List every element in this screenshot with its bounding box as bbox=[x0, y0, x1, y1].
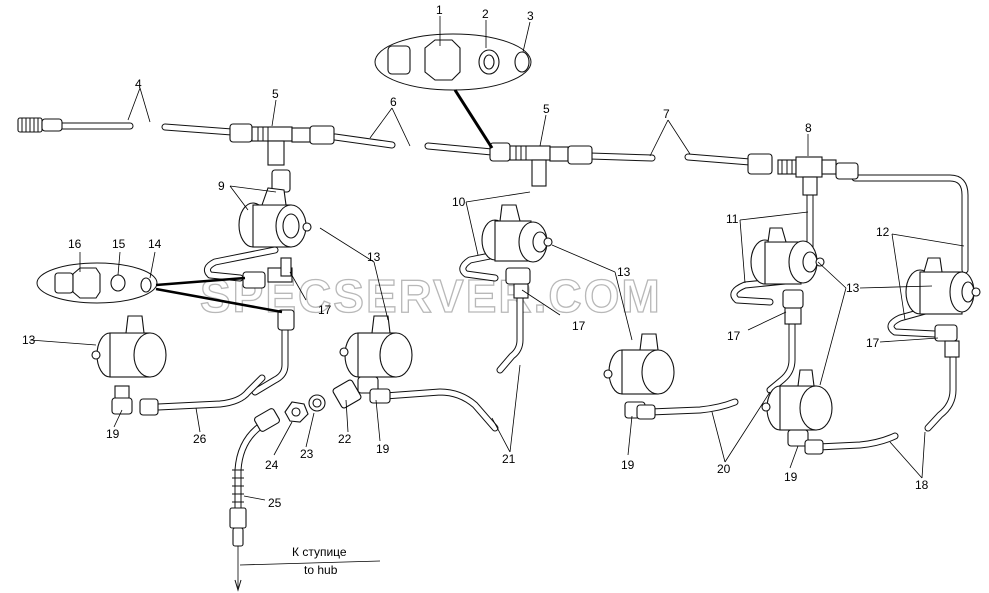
label-16: 16 bbox=[68, 237, 82, 251]
label-17d: 17 bbox=[866, 336, 880, 350]
label-11: 11 bbox=[726, 212, 739, 226]
fittings bbox=[17, 117, 960, 547]
label-20: 20 bbox=[717, 462, 731, 476]
label-21: 21 bbox=[502, 452, 516, 466]
label-8: 8 bbox=[805, 121, 812, 135]
label-13b: 13 bbox=[617, 265, 631, 279]
pipe-lines bbox=[56, 122, 969, 524]
label-18: 18 bbox=[915, 478, 929, 492]
label-26: 26 bbox=[193, 432, 207, 446]
label-24: 24 bbox=[265, 458, 279, 472]
position-labels: 1 2 3 4 5 6 5 7 8 9 10 11 12 13 13 13 13… bbox=[22, 3, 929, 510]
label-19a: 19 bbox=[106, 427, 120, 441]
label-17c: 17 bbox=[727, 329, 741, 343]
label-19b: 19 bbox=[376, 442, 390, 456]
label-19d: 19 bbox=[784, 470, 798, 484]
label-6: 6 bbox=[390, 95, 397, 109]
label-2: 2 bbox=[482, 7, 489, 21]
label-25: 25 bbox=[268, 496, 282, 510]
label-14: 14 bbox=[148, 237, 162, 251]
hub-label-ru: К ступице bbox=[292, 545, 347, 559]
valves bbox=[91, 187, 981, 431]
label-17a: 17 bbox=[318, 303, 332, 317]
label-13d: 13 bbox=[22, 333, 36, 347]
label-1: 1 bbox=[436, 3, 443, 17]
label-5b: 5 bbox=[543, 102, 550, 116]
label-19c: 19 bbox=[621, 458, 635, 472]
label-7: 7 bbox=[663, 107, 670, 121]
callout-ellipses bbox=[36, 33, 532, 314]
label-22: 22 bbox=[338, 432, 352, 446]
label-9: 9 bbox=[218, 179, 225, 193]
label-13a: 13 bbox=[367, 250, 381, 264]
label-13c: 13 bbox=[846, 281, 860, 295]
label-3: 3 bbox=[527, 9, 534, 23]
hub-label-en: to hub bbox=[304, 563, 338, 577]
label-23: 23 bbox=[300, 447, 314, 461]
label-15: 15 bbox=[112, 237, 126, 251]
label-5: 5 bbox=[272, 87, 279, 101]
label-4: 4 bbox=[135, 77, 142, 91]
leader-lines bbox=[29, 16, 965, 592]
label-10: 10 bbox=[452, 195, 466, 209]
label-12: 12 bbox=[876, 225, 890, 239]
label-17b: 17 bbox=[572, 319, 586, 333]
